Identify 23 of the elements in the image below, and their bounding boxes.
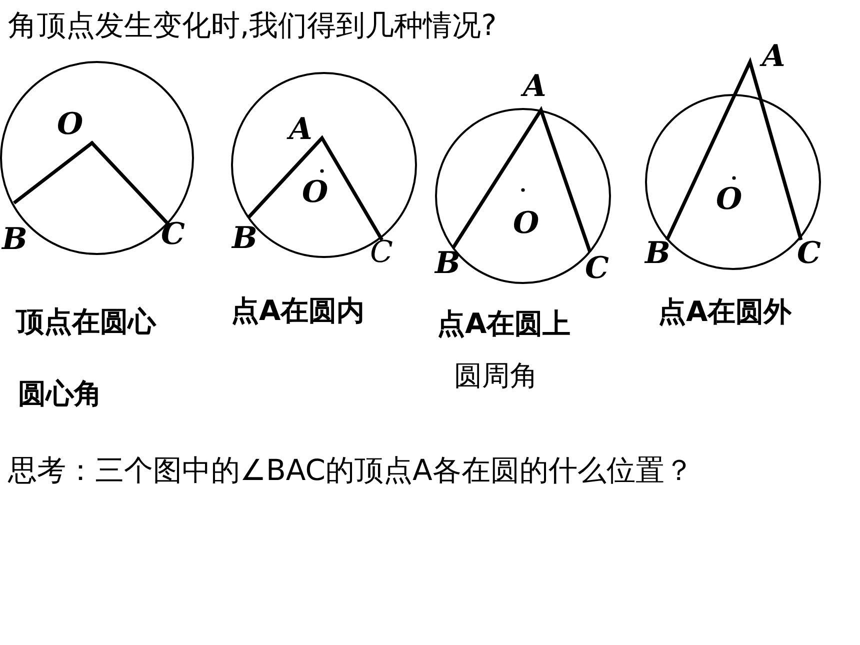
point-label: A bbox=[762, 40, 786, 73]
figure-caption: 点A在圆内 bbox=[231, 296, 365, 327]
point-label: O bbox=[302, 176, 328, 209]
point-label: A bbox=[523, 70, 546, 103]
point-label: A bbox=[289, 113, 312, 146]
point-label: B bbox=[645, 237, 670, 270]
figure-caption: 点A在圆外 bbox=[658, 297, 792, 328]
question-text: 思考：三个图中的∠BAC的顶点A各在圆的什么位置？ bbox=[8, 452, 694, 488]
point-label: O bbox=[57, 108, 84, 141]
point-label: C bbox=[370, 236, 393, 269]
point-label: O bbox=[513, 207, 540, 240]
point-label: B bbox=[232, 222, 258, 255]
point-label: B bbox=[435, 247, 460, 280]
point-label: B bbox=[2, 223, 28, 256]
title: 角顶点发生变化时,我们得到几种情况? bbox=[8, 10, 497, 42]
angle-name: 圆周角 bbox=[454, 361, 538, 392]
point-label: C bbox=[585, 252, 609, 285]
point-label: C bbox=[797, 237, 821, 270]
point-label: C bbox=[161, 218, 185, 251]
point-label: O bbox=[716, 183, 742, 216]
figure-caption: 顶点在圆心 bbox=[16, 307, 156, 338]
figure-caption: 点A在圆上 bbox=[437, 309, 571, 340]
angle-name: 圆心角 bbox=[18, 379, 102, 410]
